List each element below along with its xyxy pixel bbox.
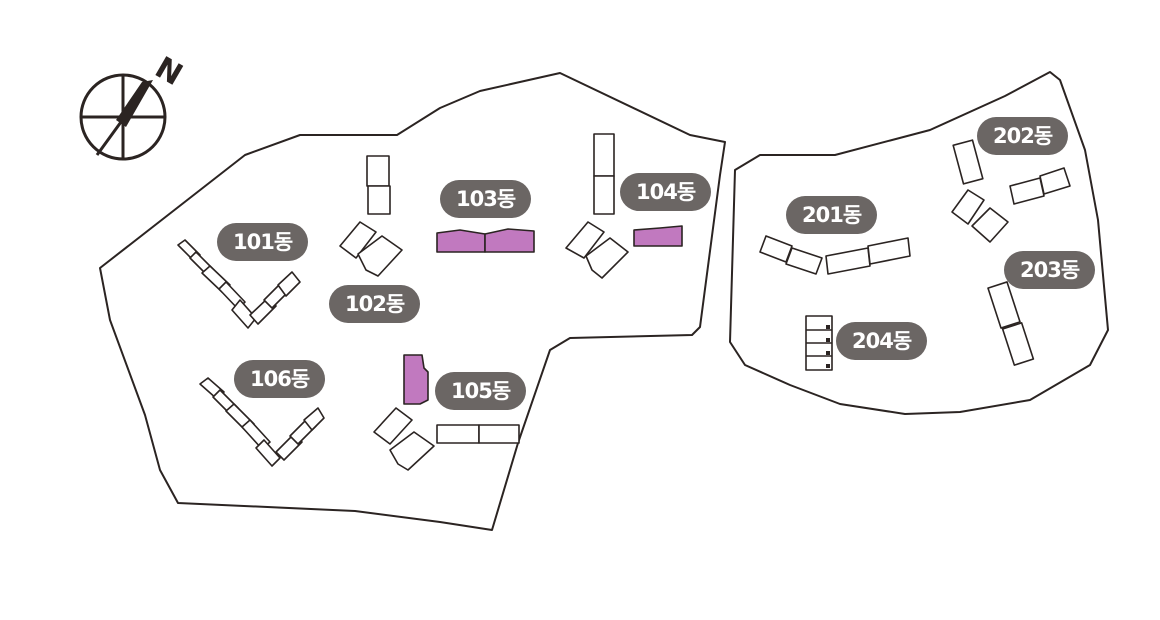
badge-201[interactable]: 201동	[786, 196, 878, 234]
zone-1-boundary	[99, 72, 726, 531]
building-106[interactable]	[199, 377, 325, 467]
badge-106[interactable]: 106동	[234, 360, 326, 398]
badge-103[interactable]: 103동	[440, 180, 532, 218]
building-201[interactable]	[759, 235, 911, 275]
badge-102[interactable]: 102동	[329, 285, 421, 323]
compass-north-label: N	[149, 50, 188, 93]
badge-204[interactable]: 204동	[836, 322, 928, 360]
building-203[interactable]	[987, 281, 1035, 366]
badge-202[interactable]: 202동	[977, 117, 1069, 155]
compass-icon: N	[79, 50, 188, 161]
badge-104[interactable]: 104동	[620, 173, 712, 211]
badge-203[interactable]: 203동	[1004, 251, 1096, 289]
building-103[interactable]	[436, 228, 535, 253]
building-102[interactable]	[339, 155, 403, 277]
building-105[interactable]	[373, 354, 520, 471]
building-204[interactable]	[805, 315, 833, 371]
building-104[interactable]	[565, 133, 683, 279]
building-202[interactable]	[951, 139, 1071, 243]
badge-105[interactable]: 105동	[435, 372, 527, 410]
zone-2-boundary	[729, 71, 1109, 415]
building-101[interactable]	[177, 239, 301, 329]
badge-101[interactable]: 101동	[217, 223, 309, 261]
